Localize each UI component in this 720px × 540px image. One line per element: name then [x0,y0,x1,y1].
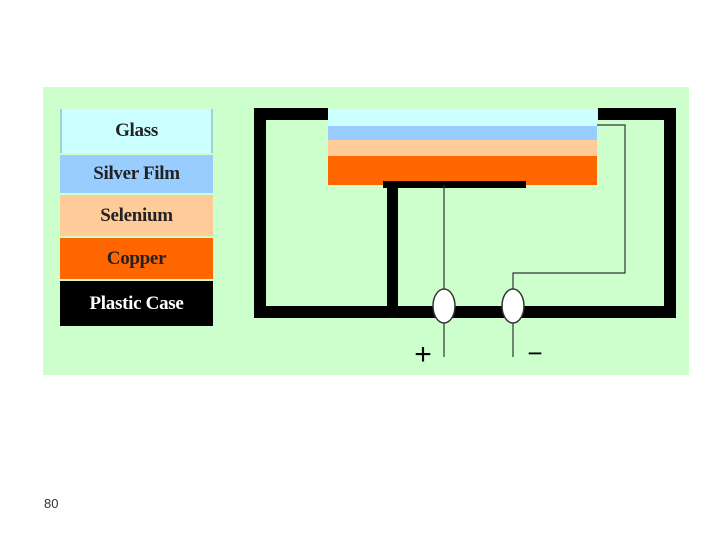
terminal-negative [501,288,525,324]
contact-plate [383,181,526,188]
legend-silver-film: Silver Film [60,155,213,193]
positive-symbol: + [414,338,432,371]
cell-selenium-layer [328,140,597,156]
cell-copper-layer [328,156,597,185]
legend-glass: Glass [60,109,213,153]
legend-copper: Copper [60,238,213,279]
page-number: 80 [44,496,59,511]
cell-glass-layer [328,109,597,126]
terminal-positive [432,288,456,324]
cell-silver-film-layer [328,126,597,140]
legend-selenium: Selenium [60,195,213,236]
support-post [387,185,398,310]
negative-symbol: − [527,338,542,368]
plastic-case-outline [254,108,676,318]
legend-plastic-case: Plastic Case [60,281,213,326]
wire-negative [512,124,626,291]
